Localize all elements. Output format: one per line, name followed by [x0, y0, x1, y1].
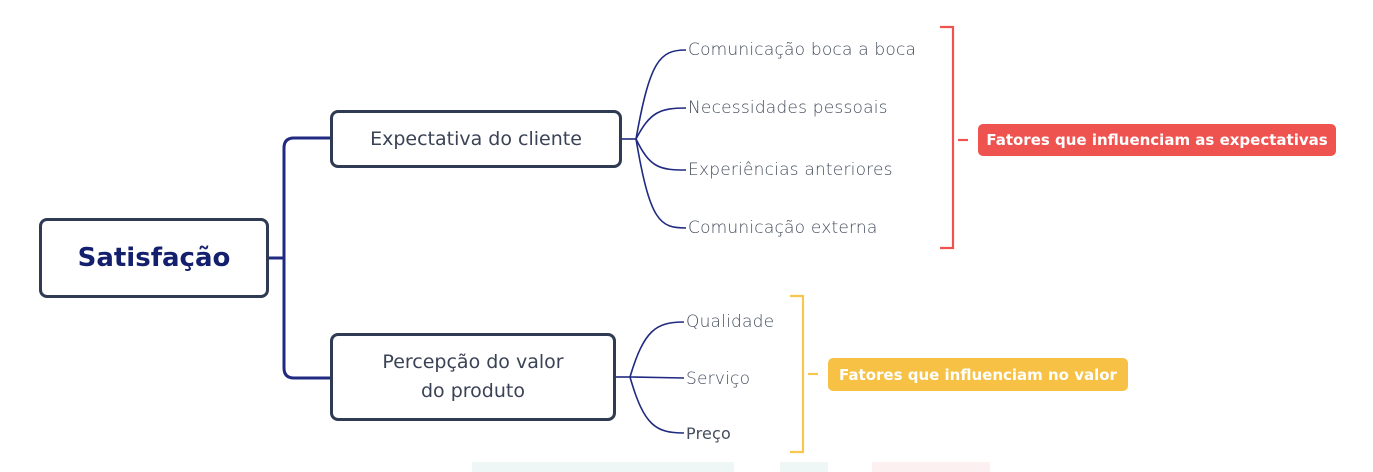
leaf-qualidade: Qualidade	[686, 312, 775, 332]
root-connector	[267, 136, 332, 380]
branch-label-expectativa: Expectativa do cliente	[370, 127, 582, 150]
leaf-necessidades-pessoais: Necessidades pessoais	[688, 98, 888, 118]
leaf-comunicacao-boca-a-boca: Comunicação boca a boca	[688, 40, 917, 60]
root-label: Satisfação	[77, 243, 231, 273]
leaf-experiencias-anteriores: Experiências anteriores	[688, 160, 893, 180]
root-node-satisfacao: Satisfação	[39, 218, 269, 298]
leaf-servico: Serviço	[686, 369, 751, 389]
branch-node-expectativa: Expectativa do cliente	[330, 110, 622, 168]
branch-node-percepcao: Percepção do valor do produto	[330, 333, 616, 421]
tag-value: Fatores que influenciam no valor	[828, 358, 1128, 391]
branch2-leaf-connectors	[616, 321, 685, 434]
branch-label-percepcao: Percepção do valor do produto	[382, 351, 564, 402]
watermark-strip	[472, 462, 734, 472]
tag-value-label: Fatores que influenciam no valor	[839, 365, 1117, 384]
tag-expectations: Fatores que influenciam as expectativas	[978, 124, 1336, 156]
expectations-bracket	[940, 25, 968, 250]
leaf-preco: Preço	[686, 424, 732, 443]
branch1-leaf-connectors	[622, 49, 687, 229]
watermark-strip	[872, 462, 990, 472]
watermark-strip	[780, 462, 828, 472]
value-bracket	[790, 294, 818, 454]
tag-expectations-label: Fatores que influenciam as expectativas	[986, 131, 1328, 149]
leaf-comunicacao-externa: Comunicação externa	[688, 218, 878, 238]
